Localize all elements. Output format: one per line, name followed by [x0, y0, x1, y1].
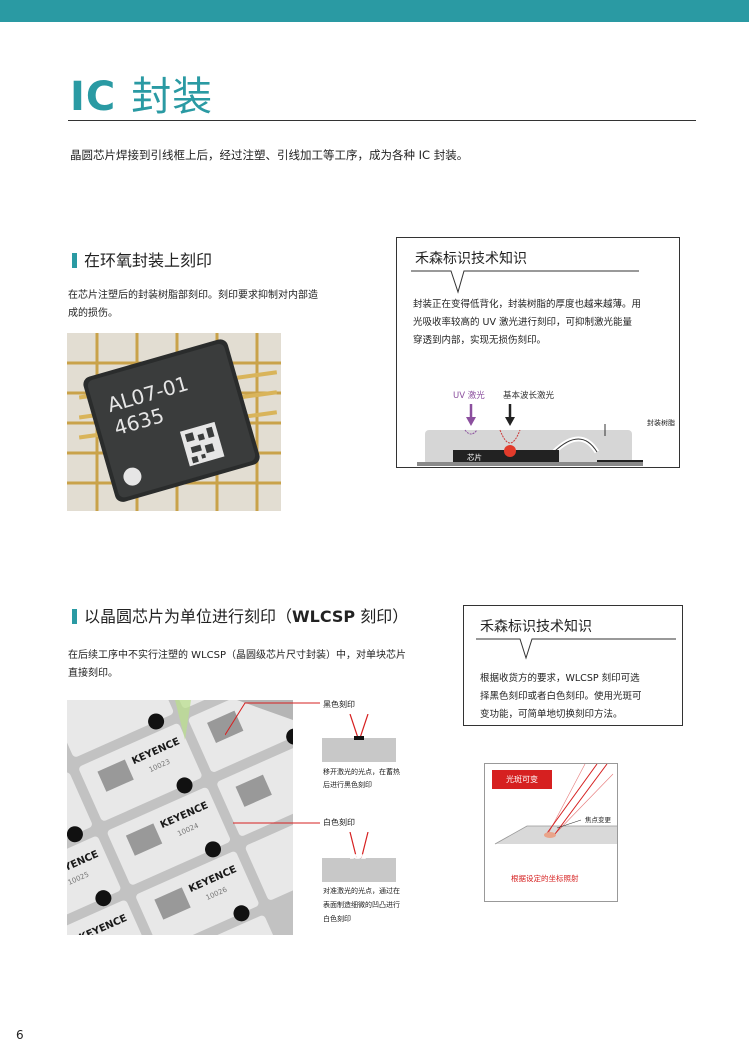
white-mark-diagram: [322, 832, 396, 882]
tech-tip-box-2: 禾森标识技术知识 根据收货方的要求，WLCSP 刻印可选 择黑色刻印或者白色刻印…: [463, 605, 683, 726]
tech-tip-box-1: 禾森标识技术知识 封装正在变得低背化，封装树脂的厚度也越来越薄。用 光吸收率较高…: [396, 237, 680, 468]
page-number: 6: [16, 1028, 24, 1042]
chip-photo: AL07-01 4635: [67, 333, 281, 511]
white-mark-title: 白色刻印: [323, 818, 355, 827]
tip2-title: 禾森标识技术知识: [480, 619, 592, 635]
spot-variable-diagram: 焦点变更: [494, 764, 617, 845]
page-title: IC 封装: [70, 74, 214, 120]
white-mark-desc: 对准激光的光点，通过在 表面制造细微的凹凸进行 白色刻印: [323, 887, 400, 923]
spot-variable-badge: 光斑可变: [492, 770, 552, 789]
focus-change-label: 焦点变更: [585, 815, 612, 824]
section1-body: 在芯片注塑后的封装树脂部刻印。刻印要求抑制对内部造 成的损伤。: [68, 290, 318, 319]
black-mark-diagram: [322, 714, 396, 762]
tip1-body: 封装正在变得低背化，封装树脂的厚度也越来越薄。用 光吸收率较高的 UV 激光进行…: [413, 299, 642, 346]
spot-caption: 根据设定的坐标照射: [511, 874, 579, 883]
black-mark-title: 黑色刻印: [323, 700, 355, 709]
tip2-body: 根据收货方的要求，WLCSP 刻印可选 择黑色刻印或者白色刻印。使用光斑可 变功…: [480, 673, 642, 720]
spot-variable-box: 光斑可变 焦点变更 根据设定的坐标照射: [484, 763, 618, 902]
section1-heading: 在环氧封装上刻印: [72, 247, 212, 271]
fund-laser-label: 基本波长激光: [503, 390, 555, 401]
top-accent-bar: [0, 0, 749, 22]
uv-laser-label: UV 激光: [453, 390, 485, 401]
black-mark-desc: 移开激光的光点，在蓄热 后进行黑色刻印: [323, 768, 400, 789]
resin-label: 封装树脂: [647, 418, 675, 427]
chip-label: 芯片: [467, 452, 482, 462]
tip2-callout-line: [476, 638, 676, 660]
section2-heading: 以晶圆芯片为单位进行刻印（WLCSP 刻印）: [72, 603, 408, 627]
section2-body: 在后续工序中不实行注塑的 WLCSP（晶圆级芯片尺寸封装）中，对单块芯片 直接刻…: [68, 650, 406, 679]
tip1-title: 禾森标识技术知识: [415, 251, 527, 267]
callout-lines: [225, 702, 320, 824]
title-divider: [68, 120, 696, 121]
intro-text: 晶圆芯片焊接到引线框上后，经过注塑、引线加工等工序，成为各种 IC 封装。: [70, 148, 469, 162]
uv-laser-diagram: UV 激光 基本波长激光 封装树脂 芯片: [417, 390, 675, 466]
tip1-callout-line: [411, 270, 639, 294]
